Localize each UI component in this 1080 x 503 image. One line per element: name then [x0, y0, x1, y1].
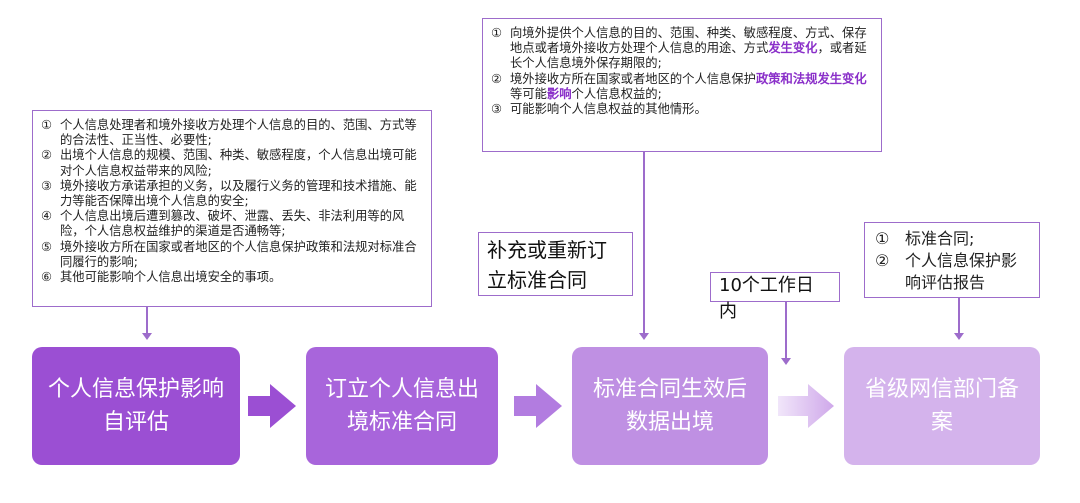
item-number: ②: [491, 71, 503, 86]
item-text: 可能影响个人信息权益的其他情形。: [510, 102, 707, 117]
time-limit-label: 10个工作日内: [710, 272, 840, 322]
list-item: ③ 可能影响个人信息权益的其他情形。: [491, 102, 873, 117]
item-text: 标准合同;: [905, 229, 975, 248]
flow-arrow-icon: [248, 384, 296, 428]
list-item: ③ 境外接收方承诺承担的义务，以及履行义务的管理和技术措施、能力等能否保障出境个人…: [41, 179, 423, 209]
step-provincial-filing: 省级网信部门备案: [844, 347, 1040, 465]
item-number: ③: [491, 102, 503, 117]
connector-line: [146, 307, 148, 335]
item-text: 出境个人信息的规模、范围、种类、敏感程度，个人信息出境可能对个人信息权益带来的风…: [60, 148, 417, 178]
flow-arrow-icon: [514, 384, 562, 428]
supplement-contract-label: 补充或重新订立标准合同: [478, 232, 633, 296]
list-item: ④ 个人信息出境后遭到篡改、破坏、泄露、丢失、非法利用等的风险，个人信息权益维护的…: [41, 209, 423, 239]
item-number: ①: [41, 118, 53, 132]
step-sign-contract: 订立个人信息出境标准合同: [306, 347, 498, 465]
item-text: 境外接收方所在国家或者地区的个人信息保护政策和法规对标准合同履行的影响;: [60, 239, 417, 269]
item-number: ③: [41, 178, 53, 193]
highlight-text: 政策和法规发生变化: [755, 71, 867, 86]
connector-arrowhead: [639, 333, 649, 340]
list-item: ⑤ 境外接收方所在国家或者地区的个人信息保护政策和法规对标准合同履行的影响;: [41, 240, 423, 270]
step-contract-effective: 标准合同生效后数据出境: [572, 347, 768, 465]
flow-arrow-icon: [778, 384, 834, 428]
list-item: ② 出境个人信息的规模、范围、种类、敏感程度，个人信息出境可能对个人信息权益带来的…: [41, 148, 423, 178]
self-assessment-criteria-box: ① 个人信息处理者和境外接收方处理个人信息的目的、范围、方式等的合法性、正当性、必…: [32, 110, 432, 307]
item-text-part: 等可能: [510, 86, 547, 101]
materials-list: ① 标准合同; ② 个人信息保护影响评估报告: [875, 228, 1031, 294]
item-number: ①: [875, 229, 890, 248]
item-text-part: ，或者延长个人信息境外保存期限的;: [510, 41, 867, 71]
filing-materials-box: ① 标准合同; ② 个人信息保护影响评估报告: [864, 222, 1040, 298]
list-item: ① 向境外提供个人信息的目的、范围、种类、敏感程度、方式、保存地点或者境外接收方…: [491, 26, 873, 72]
highlight-text: 影响: [546, 86, 572, 101]
list-item: ② 个人信息保护影响评估报告: [875, 250, 1031, 294]
connector-line: [643, 152, 645, 335]
item-number: ②: [875, 251, 890, 270]
item-text: 向境外提供个人信息的目的、范围、种类、敏感程度、方式、保存地点或者境外接收方处理…: [510, 26, 873, 72]
item-text-part: 个人信息权益的;: [571, 86, 662, 101]
re-sign-conditions-box: ① 向境外提供个人信息的目的、范围、种类、敏感程度、方式、保存地点或者境外接收方…: [482, 18, 882, 152]
item-text: 境外接收方所在国家或者地区的个人信息保护政策和法规发生变化等可能影响个人信息权益…: [510, 72, 873, 102]
item-text: 个人信息出境后遭到篡改、破坏、泄露、丢失、非法利用等的风险，个人信息权益维护的渠…: [60, 209, 405, 239]
connector-arrowhead: [142, 333, 152, 340]
criteria-list: ① 个人信息处理者和境外接收方处理个人信息的目的、范围、方式等的合法性、正当性、必…: [41, 118, 423, 285]
item-number: ①: [491, 26, 503, 40]
list-item: ② 境外接收方所在国家或者地区的个人信息保护政策和法规发生变化等可能影响个人信息…: [491, 72, 873, 102]
item-text: 境外接收方承诺承担的义务，以及履行义务的管理和技术措施、能力等能否保障出境个人信…: [60, 178, 417, 209]
item-text-part: 境外接收方所在国家或者地区的个人信息保护: [510, 71, 756, 86]
item-number: ⑤: [41, 239, 53, 254]
item-text: 个人信息保护影响评估报告: [905, 251, 1018, 292]
item-number: ④: [41, 209, 53, 224]
conditions-list: ① 向境外提供个人信息的目的、范围、种类、敏感程度、方式、保存地点或者境外接收方…: [491, 26, 873, 117]
connector-arrowhead: [954, 333, 964, 340]
list-item: ① 个人信息处理者和境外接收方处理个人信息的目的、范围、方式等的合法性、正当性、必…: [41, 118, 423, 148]
item-text-part: 向境外提供个人信息的目的、范围、种类、敏感程度、方式、保存地点或者境外接收方处理…: [510, 26, 867, 56]
item-text: 其他可能影响个人信息出境安全的事项。: [60, 270, 282, 285]
highlight-text: 发生变化: [768, 41, 818, 56]
connector-line: [958, 298, 960, 335]
connector-line: [785, 302, 787, 360]
list-item: ① 标准合同;: [875, 228, 1031, 250]
item-number: ⑥: [41, 270, 53, 285]
connector-arrowhead: [781, 358, 791, 365]
list-item: ⑥ 其他可能影响个人信息出境安全的事项。: [41, 270, 423, 285]
item-text: 个人信息处理者和境外接收方处理个人信息的目的、范围、方式等的合法性、正当性、必要…: [60, 118, 417, 148]
item-number: ②: [41, 148, 53, 163]
step-self-assessment: 个人信息保护影响自评估: [32, 347, 240, 465]
